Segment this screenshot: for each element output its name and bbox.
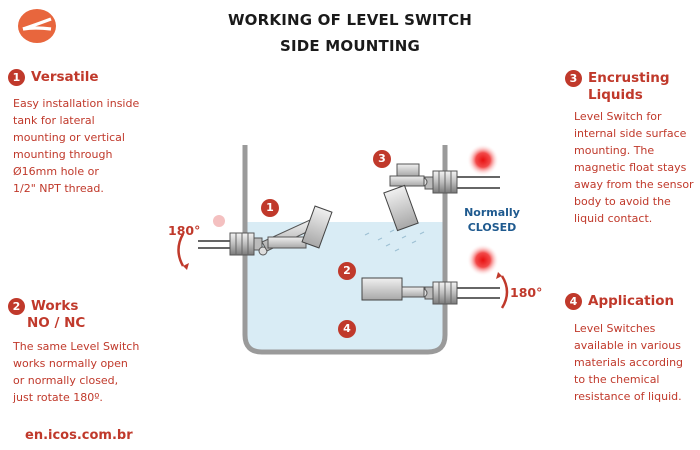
rotation-label-right: 180°	[510, 285, 543, 300]
feature-heading-line2: NO / NC	[27, 315, 86, 331]
logo	[17, 8, 57, 44]
feature-description: Level Switch for internal side surface m…	[574, 110, 694, 225]
level-switch-right-bottom	[361, 277, 500, 305]
feature-description: Level Switches available in various mate…	[574, 322, 684, 403]
rotate-arrow-right-icon	[500, 275, 509, 309]
state-label: Normally CLOSED	[464, 206, 520, 234]
logo-icon	[18, 9, 56, 43]
diagram-marker-3: 3	[373, 150, 391, 168]
bubbles	[364, 229, 425, 252]
diagram-marker-2: 2	[338, 262, 356, 280]
tank-diagram	[177, 144, 509, 355]
indicator-light-on	[467, 244, 499, 276]
rotation-label-left: 180°	[168, 223, 201, 238]
indicator-light-off	[213, 215, 225, 227]
feature-number: 2	[8, 298, 25, 315]
rotate-arrow-left-icon	[177, 233, 185, 267]
diagram-marker-1: 1	[261, 199, 279, 217]
level-switch-left	[198, 205, 333, 256]
page-subtitle: SIDE MOUNTING	[280, 37, 420, 55]
feature-number: 3	[565, 70, 582, 87]
feature-number: 4	[565, 293, 582, 310]
page-title: WORKING OF LEVEL SWITCH	[227, 11, 473, 29]
tank-wall	[242, 145, 448, 355]
feature-description: Easy installation inside tank for latera…	[13, 97, 140, 195]
feature-heading-line2: Liquids	[588, 87, 643, 103]
feature-description: The same Level Switch works normally ope…	[13, 340, 140, 404]
diagram-marker-4: 4	[338, 320, 356, 338]
liquid	[247, 222, 443, 350]
website-link[interactable]: en.icos.com.br	[25, 428, 133, 443]
indicator-light-on	[467, 144, 499, 176]
feature-number: 1	[8, 69, 25, 86]
level-switch-right-top	[383, 163, 500, 232]
